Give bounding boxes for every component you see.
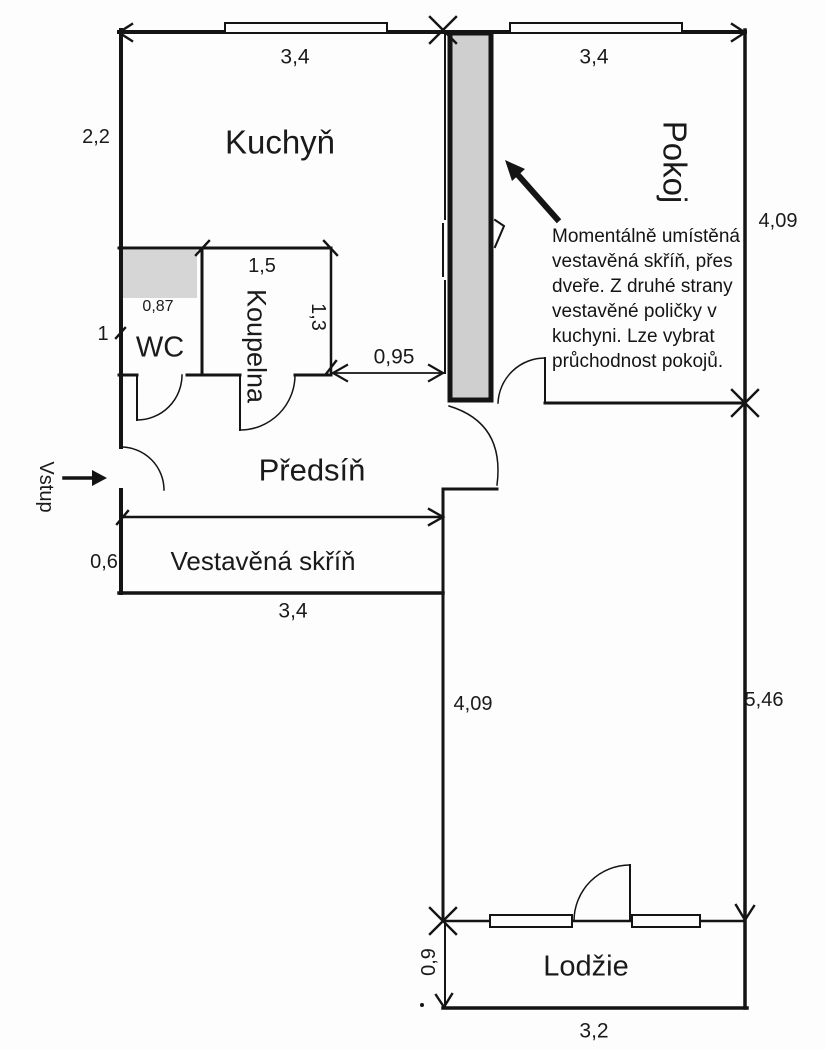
annotation-note: Momentálně umístěná vestavěná skříň, pře…	[552, 226, 740, 372]
arrow-right-small-icon	[427, 507, 446, 527]
dim-bath-right: 1,3	[307, 303, 329, 331]
arrow-corner-icon	[434, 992, 454, 1010]
wc-door-icon	[136, 374, 183, 421]
tick-icon	[322, 239, 339, 257]
dim-wardrobe-left: 0,6	[90, 551, 118, 573]
dim-kitchen-top: 3,4	[280, 45, 310, 69]
shaft-fill	[121, 250, 197, 298]
dim-wardrobe-bottom: 3,4	[278, 599, 308, 623]
dim-lower-left: 4,09	[453, 693, 493, 715]
arrow-down-icon	[734, 903, 756, 923]
loggia-window-left-icon	[489, 914, 573, 928]
tick-icon	[324, 359, 338, 376]
built-in-wardrobe	[447, 30, 494, 403]
room-label-loggia: Lodžie	[543, 950, 629, 983]
hall-door-icon	[448, 405, 499, 486]
room-door-icon	[497, 357, 546, 404]
kitchen-shelf-wall	[442, 32, 446, 374]
dim-room-top: 3,4	[579, 45, 609, 69]
hall-wardrobe-walls	[117, 515, 445, 595]
room-label-bathroom: Koupelna	[241, 288, 272, 404]
entrance-door-icon	[120, 446, 165, 491]
kitchen-window-icon	[224, 22, 388, 34]
passage-dimension-line	[330, 363, 446, 383]
arrow-left-icon	[116, 22, 134, 43]
dim-lower-right: 5,46	[744, 689, 784, 711]
dim-bath-top: 1,5	[248, 255, 276, 277]
entrance-arrow-icon	[62, 470, 107, 486]
loggia-door-icon	[573, 864, 631, 922]
entrance-label: Vstup	[35, 461, 57, 513]
loggia-window-right-icon	[631, 914, 701, 928]
dim-room-right: 4,09	[758, 210, 798, 232]
room-label-room: Pokoj	[656, 120, 694, 204]
wc-bathroom-walls	[117, 246, 333, 377]
tick-icon	[114, 326, 127, 340]
dim-end-dot	[420, 1003, 424, 1007]
x-junction-top-icon	[428, 15, 458, 45]
dim-loggia-left: 0,9	[418, 948, 440, 976]
outer-walls	[117, 28, 747, 1010]
x-junction-right-icon	[730, 388, 760, 418]
arrow-right-icon	[730, 22, 748, 43]
dimension-marks	[114, 15, 760, 1010]
x-junction-bottom-icon	[428, 906, 458, 936]
dim-wc-left: 1	[97, 323, 109, 345]
old-door-mark-icon	[493, 218, 506, 249]
dim-kitchen-left: 2,2	[82, 126, 110, 148]
room-label-kitchen: Kuchyň	[224, 123, 336, 161]
bathroom-door-icon	[239, 374, 296, 431]
dim-shaft: 0,87	[142, 298, 174, 315]
tick-icon	[115, 509, 130, 526]
dim-kitchen-passage: 0,95	[373, 345, 415, 369]
tick-icon	[194, 239, 211, 257]
room-window-icon	[509, 22, 683, 34]
note-arrow-icon	[505, 160, 562, 224]
room-label-hall: Předsíň	[258, 452, 366, 488]
room-label-wc: WC	[135, 331, 185, 364]
room-label-wardrobe: Vestavěná skříň	[170, 546, 356, 576]
dim-loggia-bottom: 3,2	[579, 1019, 609, 1043]
